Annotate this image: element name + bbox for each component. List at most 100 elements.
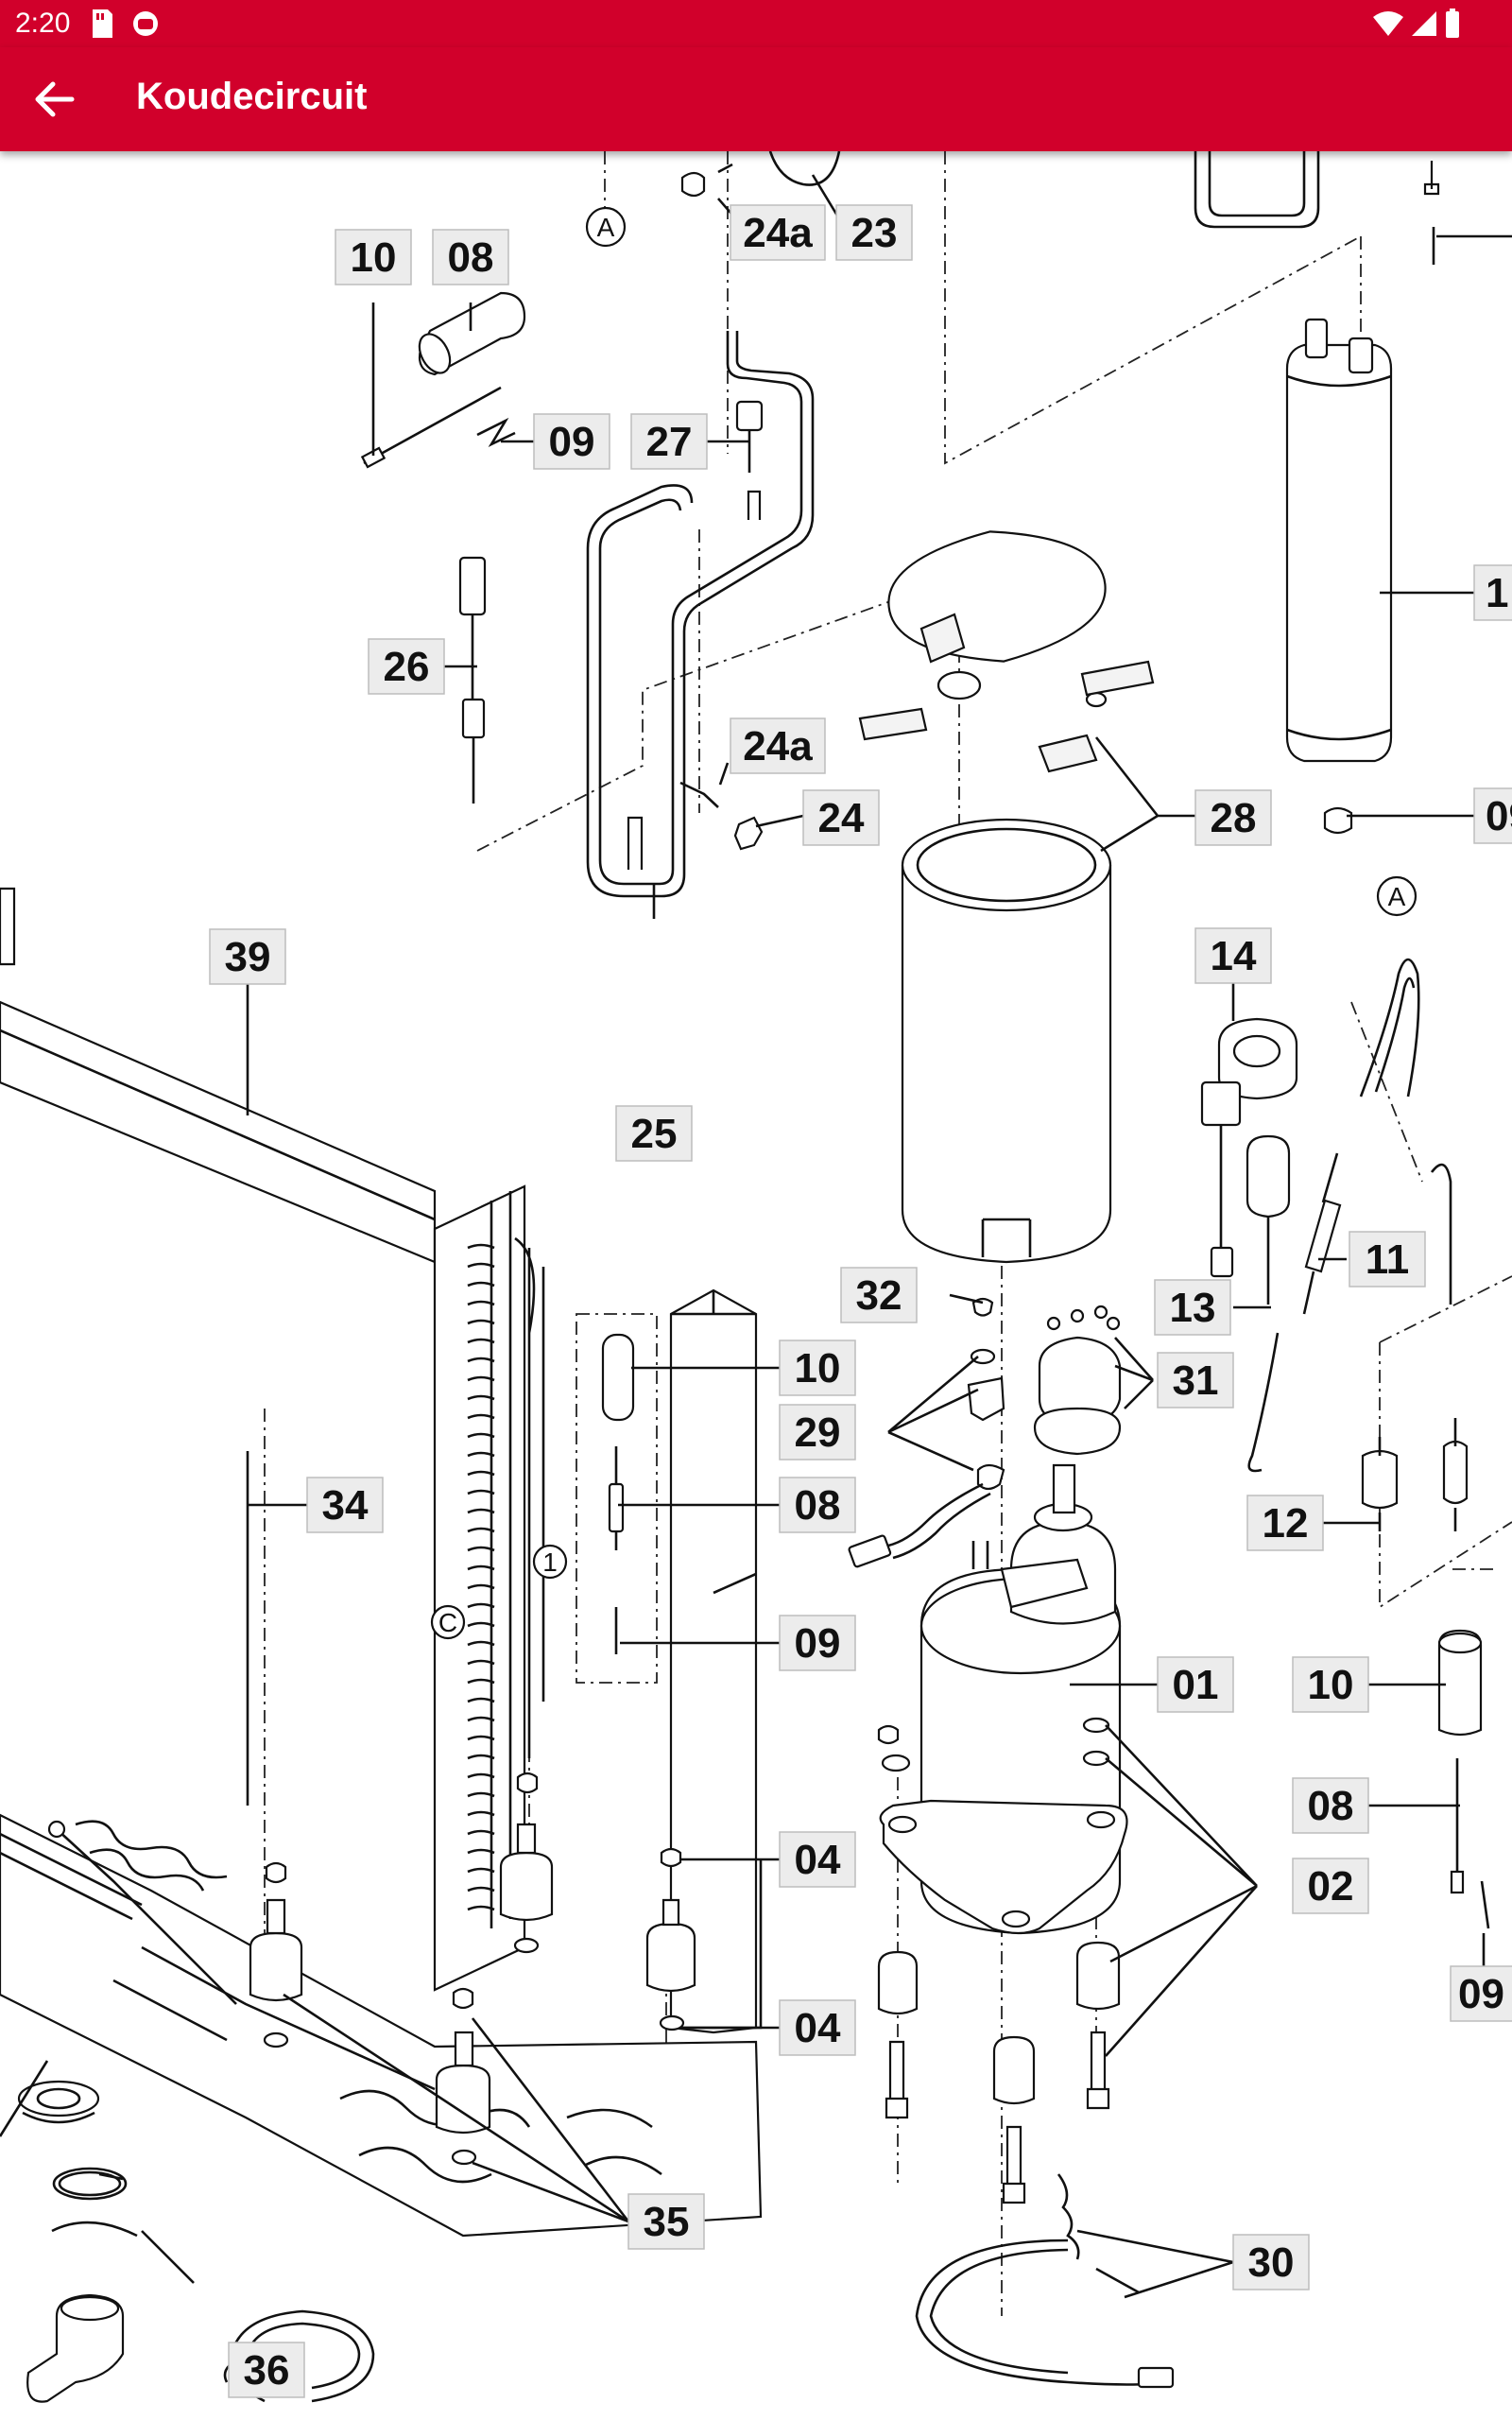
callout-08-top: 08 [432, 229, 509, 285]
sd-card-icon [93, 9, 112, 38]
svg-text:31: 31 [1173, 1357, 1219, 1404]
part-10-08-09-right [1437, 1629, 1490, 1985]
callout-24: 24 [802, 789, 880, 846]
cell-signal-icon [1412, 11, 1436, 36]
svg-text:26: 26 [384, 644, 430, 690]
part-10-08-09-center [601, 1333, 635, 1654]
callout-09-top: 09 [533, 413, 610, 470]
part-29-32-fittings [848, 1297, 1005, 1568]
part-08-sleeve [418, 291, 526, 376]
callout-13: 13 [1154, 1279, 1231, 1336]
back-arrow-icon[interactable] [28, 73, 81, 126]
svg-text:04: 04 [795, 1837, 841, 1883]
svg-text:1: 1 [1486, 570, 1508, 616]
callout-04-lower: 04 [779, 1999, 856, 2056]
part-04-mounts-center [499, 1772, 696, 2031]
svg-text:34: 34 [322, 1482, 369, 1529]
svg-text:02: 02 [1308, 1863, 1354, 1910]
battery-icon [1446, 9, 1459, 38]
status-bar: 2:20 [0, 0, 1512, 47]
svg-text:12: 12 [1263, 1500, 1309, 1547]
part-26-sensor-connector [458, 556, 487, 804]
svg-text:30: 30 [1248, 2239, 1295, 2286]
callout-02: 02 [1292, 1858, 1369, 1914]
svg-text:32: 32 [856, 1272, 902, 1319]
part-28-top-plate [858, 530, 1155, 773]
part-top-right-pipe [1194, 151, 1512, 265]
part-accumulator [1285, 318, 1393, 835]
svg-text:13: 13 [1170, 1285, 1216, 1331]
svg-text:25: 25 [631, 1111, 678, 1157]
callout-26: 26 [368, 638, 445, 695]
part-25-pipe-assembly [586, 331, 815, 898]
callout-23: 23 [835, 204, 913, 261]
svg-text:24a: 24a [743, 723, 813, 769]
exploded-parts-diagram[interactable]: A A 1 C [0, 151, 1512, 2420]
app-bar: Koudecircuit [0, 47, 1512, 151]
svg-text:10: 10 [351, 234, 397, 281]
page-title: Koudecircuit [136, 76, 368, 117]
part-23-flange [680, 151, 841, 198]
callout-1-upper: 1 [1473, 564, 1512, 621]
marker-C-condenser: C [438, 1608, 457, 1637]
svg-text:08: 08 [795, 1482, 841, 1529]
marker-A-right: A [1388, 882, 1406, 911]
part-A-hose [1359, 958, 1452, 1305]
svg-text:08: 08 [448, 234, 494, 281]
part-27-valve [735, 400, 764, 473]
app-notification-icon [133, 11, 158, 36]
callout-29: 29 [779, 1404, 856, 1461]
part-39-condenser [0, 887, 526, 1992]
leader-lines [0, 174, 1474, 2392]
part-01-compressor [879, 1463, 1128, 1935]
svg-text:09: 09 [549, 419, 595, 465]
callout-25: 25 [615, 1105, 693, 1162]
svg-text:10: 10 [1308, 1662, 1354, 1708]
part-35-mounts-left [249, 1861, 491, 2166]
callout-04-upper: 04 [779, 1831, 856, 1888]
part-24-nut [679, 781, 764, 851]
part-28-shell [901, 818, 1112, 1264]
svg-text:14: 14 [1211, 933, 1257, 979]
svg-text:09: 09 [1486, 793, 1512, 839]
svg-text:11: 11 [1366, 1236, 1410, 1283]
part-30-heater-cable [915, 2173, 1175, 2389]
callout-24a-top: 24a [730, 204, 826, 261]
callout-39: 39 [209, 928, 286, 985]
svg-text:08: 08 [1308, 1783, 1354, 1829]
part-base-pan [0, 1813, 763, 2238]
part-02-mounts [877, 1717, 1121, 2204]
callout-34: 34 [306, 1477, 384, 1533]
callout-31: 31 [1157, 1352, 1234, 1409]
callout-36: 36 [228, 2342, 305, 2398]
marker-C-top: A [597, 213, 615, 242]
callout-28: 28 [1194, 789, 1272, 846]
part-09-clip [476, 417, 516, 448]
marker-A-condenser: 1 [542, 1547, 558, 1577]
svg-text:36: 36 [244, 2347, 290, 2394]
callout-30: 30 [1232, 2234, 1310, 2290]
part-31-terminal-cover [1033, 1305, 1122, 1456]
svg-text:24a: 24a [743, 210, 813, 256]
part-34-rod [47, 1451, 249, 2005]
callout-14: 14 [1194, 927, 1272, 984]
part-condenser-fins [467, 1236, 545, 1911]
status-time: 2:20 [15, 8, 71, 39]
svg-text:35: 35 [644, 2199, 690, 2245]
svg-text:01: 01 [1173, 1662, 1219, 1708]
wifi-icon [1373, 11, 1403, 36]
part-pillar [669, 1288, 758, 2034]
callout-32: 32 [840, 1267, 918, 1323]
callout-1-lower: 09 [1473, 787, 1512, 844]
callout-09-right: 09 [1450, 1965, 1512, 2022]
callout-labels: 10 08 09 26 27 25 24a 23 24 24a 28 1 09 … [209, 204, 1512, 2398]
callout-12: 12 [1246, 1495, 1324, 1551]
svg-text:29: 29 [795, 1409, 841, 1456]
callout-01: 01 [1157, 1656, 1234, 1713]
part-14-coil [1200, 1017, 1298, 1278]
callout-09-center: 09 [779, 1615, 856, 1671]
callout-08-center: 08 [779, 1477, 856, 1533]
callout-27: 27 [630, 413, 708, 470]
callout-11: 11 [1349, 1231, 1426, 1288]
part-drain-fitting [17, 2080, 138, 2403]
